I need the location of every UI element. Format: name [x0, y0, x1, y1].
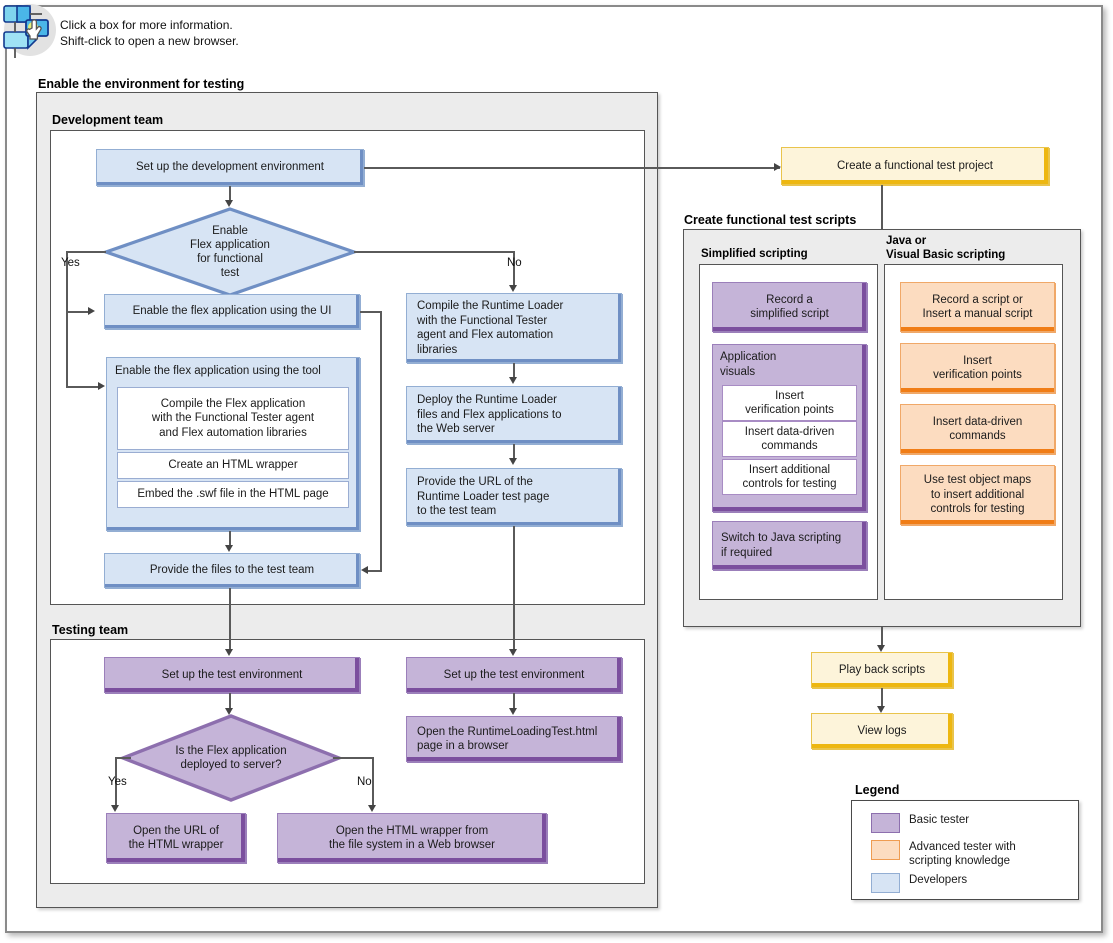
connector-create-project-to-scripts	[881, 185, 883, 234]
box-setup-test-environment-right[interactable]: Set up the test environment	[406, 657, 622, 693]
connector-compile-to-deploy	[513, 363, 515, 379]
arrowhead-compile-to-deploy	[509, 377, 517, 384]
group-title-create-functional-test-scripts: Create functional test scripts	[684, 213, 857, 227]
arrowhead-yes-to-enable-ui	[88, 307, 95, 315]
decision-is-flex-deployed-label: Is the Flex application deployed to serv…	[175, 745, 287, 771]
decision-is-flex-deployed[interactable]: Is the Flex application deployed to serv…	[121, 714, 341, 802]
edge-label-no-test: No	[357, 776, 372, 788]
connector-tool-to-provide-files	[229, 531, 231, 547]
connector-test-no-vertical	[372, 757, 374, 807]
connector-no-horizontal	[354, 251, 514, 253]
group-title-simplified-scripting: Simplified scripting	[701, 248, 808, 260]
arrowhead-dev-to-test-left	[225, 649, 233, 656]
connector-yes-to-enable-ui	[66, 311, 90, 313]
arrowhead-ui-loop-to-provide-files	[361, 566, 368, 574]
arrowhead-setup-left-to-decision	[225, 708, 233, 715]
legend-item-developers: Developers	[871, 873, 967, 893]
arrowhead-playback-to-viewlogs	[877, 706, 885, 713]
page-frame	[5, 5, 1103, 933]
connector-dev-to-test-left	[229, 588, 231, 650]
arrowhead-yes-to-enable-tool	[98, 382, 105, 390]
connector-no-vertical	[513, 251, 515, 287]
group-title-development-team: Development team	[52, 113, 164, 127]
connector-test-yes-horizontal	[115, 757, 131, 759]
advanced-tester-swatch	[871, 840, 900, 860]
box-application-visuals-label: Application visuals	[720, 351, 777, 378]
basic-tester-swatch	[871, 813, 900, 833]
box-provide-url-runtime-loader[interactable]: Provide the URL of the Runtime Loader te…	[406, 468, 622, 526]
box-compile-runtime-loader[interactable]: Compile the Runtime Loader with the Func…	[406, 293, 622, 363]
legend-label-basic-tester: Basic tester	[909, 814, 970, 826]
connector-dev-to-create-project	[364, 167, 780, 169]
box-open-runtimeloadingtest-page[interactable]: Open the RuntimeLoadingTest.html page in…	[406, 716, 622, 762]
arrowhead-scripts-to-playback	[877, 645, 885, 652]
box-insert-verification-points-simplified[interactable]: Insert verification points	[722, 385, 857, 421]
box-create-functional-test-project[interactable]: Create a functional test project	[781, 147, 1049, 185]
arrowhead-tool-to-provide-files	[225, 545, 233, 552]
legend-item-advanced-tester: Advanced tester with scripting knowledge	[871, 840, 1016, 868]
arrowhead-test-no	[368, 805, 376, 812]
connector-setup-right-to-open-runtime	[513, 693, 515, 711]
header-note-line1: Click a box for more information.	[60, 18, 233, 32]
box-provide-files-to-test-team[interactable]: Provide the files to the test team	[104, 553, 360, 588]
group-title-legend: Legend	[855, 783, 900, 797]
connector-test-yes-vertical	[115, 757, 117, 807]
box-open-html-wrapper-file-system[interactable]: Open the HTML wrapper from the file syst…	[277, 813, 547, 863]
flowchart-click-hand-icon	[2, 2, 58, 58]
connector-deploy-to-provide-url	[513, 444, 515, 460]
edge-label-yes-test: Yes	[108, 776, 127, 788]
arrowhead-dev-to-test-right	[509, 649, 517, 656]
box-insert-verification-points-java[interactable]: Insert verification points	[900, 343, 1055, 393]
connector-ui-loop-bottom	[368, 570, 382, 572]
connector-ui-loop-vertical	[380, 311, 382, 571]
connector-scripts-to-playback	[881, 627, 883, 647]
connector-ui-loop-top	[360, 311, 382, 313]
group-title-enable-environment: Enable the environment for testing	[38, 77, 245, 91]
box-setup-development-environment[interactable]: Set up the development environment	[96, 149, 364, 186]
legend-label-advanced-tester: Advanced tester with scripting knowledge	[909, 841, 1016, 867]
box-open-url-html-wrapper[interactable]: Open the URL of the HTML wrapper	[106, 813, 246, 863]
connector-playback-to-viewlogs	[881, 688, 883, 708]
header-note-line2: Shift-click to open a new browser.	[60, 34, 239, 48]
box-record-or-insert-manual-script[interactable]: Record a script or Insert a manual scrip…	[900, 282, 1055, 332]
edge-label-yes-dev: Yes	[61, 257, 80, 269]
connector-test-no-horizontal	[333, 757, 374, 759]
box-insert-data-driven-commands-java[interactable]: Insert data-driven commands	[900, 404, 1055, 454]
legend-item-basic-tester: Basic tester	[871, 813, 969, 833]
arrowhead-no-to-compile-rtl	[509, 285, 517, 292]
box-enable-flex-using-tool-label: Enable the flex application using the to…	[115, 365, 321, 377]
decision-enable-flex-application[interactable]: Enable Flex application for functional t…	[104, 207, 356, 297]
connector-yes-vertical	[66, 251, 68, 387]
connector-yes-horizontal	[66, 251, 106, 253]
connector-setup-to-decision	[229, 186, 231, 204]
group-title-testing-team: Testing team	[52, 623, 129, 637]
box-enable-flex-using-ui[interactable]: Enable the flex application using the UI	[104, 294, 360, 329]
edge-label-no-dev: No	[507, 257, 522, 269]
box-embed-swf-file[interactable]: Embed the .swf file in the HTML page	[117, 481, 349, 508]
decision-enable-flex-label: Enable Flex application for functional t…	[190, 225, 270, 279]
box-deploy-runtime-loader[interactable]: Deploy the Runtime Loader files and Flex…	[406, 386, 622, 444]
connector-yes-to-enable-tool	[66, 386, 100, 388]
arrowhead-setup-right-to-open-runtime	[509, 708, 517, 715]
box-play-back-scripts[interactable]: Play back scripts	[811, 652, 953, 688]
box-use-test-object-maps[interactable]: Use test object maps to insert additiona…	[900, 465, 1055, 525]
connector-dev-to-test-right	[513, 526, 515, 650]
header-note: Click a box for more information. Shift-…	[60, 17, 380, 49]
box-create-html-wrapper[interactable]: Create an HTML wrapper	[117, 452, 349, 479]
arrowhead-setup-to-decision	[225, 200, 233, 207]
box-switch-to-java-scripting[interactable]: Switch to Java scripting if required	[712, 521, 867, 570]
arrowhead-dev-to-create-project	[774, 163, 781, 171]
legend-label-developers: Developers	[909, 874, 968, 886]
box-insert-additional-controls-simplified[interactable]: Insert additional controls for testing	[722, 459, 857, 495]
box-compile-flex-application[interactable]: Compile the Flex application with the Fu…	[117, 387, 349, 450]
box-setup-test-environment-left[interactable]: Set up the test environment	[104, 657, 360, 693]
box-insert-data-driven-commands-simplified[interactable]: Insert data-driven commands	[722, 421, 857, 457]
group-title-java-vb-scripting: Java or Visual Basic scripting	[886, 235, 1006, 261]
arrowhead-test-yes	[111, 805, 119, 812]
box-record-simplified-script[interactable]: Record a simplified script	[712, 282, 867, 332]
arrowhead-deploy-to-provide-url	[509, 458, 517, 465]
connector-setup-left-to-decision	[229, 693, 231, 711]
box-view-logs[interactable]: View logs	[811, 713, 953, 749]
developers-swatch	[871, 873, 900, 893]
